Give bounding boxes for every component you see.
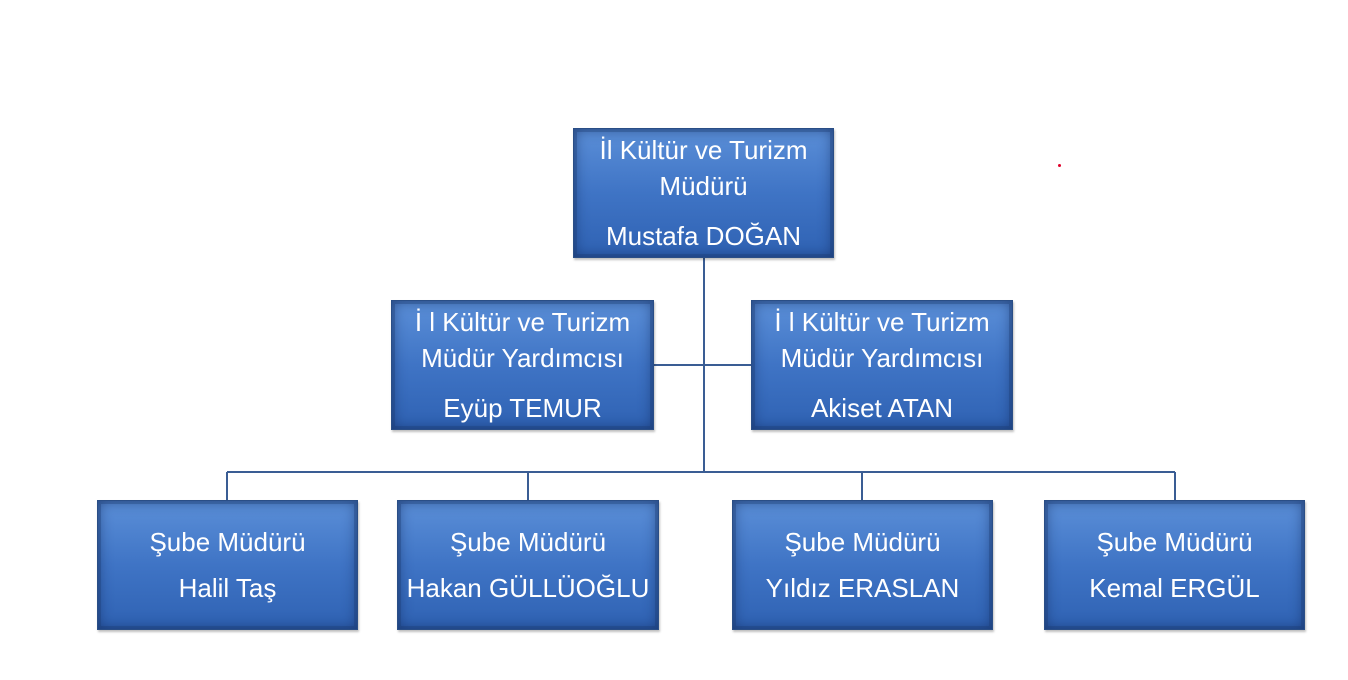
branch-manager-box-2: Şube Müdürü Hakan GÜLLÜOĞLU (397, 500, 659, 630)
deputy-director-box-1: İ l Kültür ve Turizm Müdür Yardımcısı Ey… (391, 300, 654, 430)
box-person-name: Akiset ATAN (810, 393, 954, 423)
branch-manager-box-4: Şube Müdürü Kemal ERGÜL (1044, 500, 1305, 630)
red-dot-marker (1058, 164, 1061, 167)
box-title: Şube Müdürü (784, 527, 941, 557)
box-person-name: Halil Taş (178, 573, 277, 603)
branch-manager-box-3: Şube Müdürü Yıldız ERASLAN (732, 500, 993, 630)
box-title-line1: İ l Kültür ve Turizm (774, 307, 990, 337)
deputy-director-box-2: İ l Kültür ve Turizm Müdür Yardımcısı Ak… (751, 300, 1013, 430)
box-title-line2: Müdür Yardımcısı (780, 343, 984, 373)
box-title: Şube Müdürü (449, 527, 607, 557)
box-person-name: Yıldız ERASLAN (765, 573, 960, 603)
box-person-name: Eyüp TEMUR (443, 393, 602, 423)
box-person-name: Mustafa DOĞAN (605, 221, 802, 251)
provincial-director-box: İl Kültür ve Turizm Müdürü Mustafa DOĞAN (573, 128, 834, 258)
box-title-line2: Müdür Yardımcısı (421, 343, 624, 373)
box-person-name: Hakan GÜLLÜOĞLU (406, 573, 650, 603)
box-title: Şube Müdürü (1096, 527, 1253, 557)
box-title: Şube Müdürü (149, 527, 306, 557)
box-person-name: Kemal ERGÜL (1089, 573, 1260, 603)
branch-manager-box-1: Şube Müdürü Halil Taş (97, 500, 358, 630)
box-title-line1: İ l Kültür ve Turizm (414, 307, 631, 337)
box-title-line1: İl Kültür ve Turizm (599, 135, 808, 165)
box-title-line2: Müdürü (659, 171, 748, 201)
